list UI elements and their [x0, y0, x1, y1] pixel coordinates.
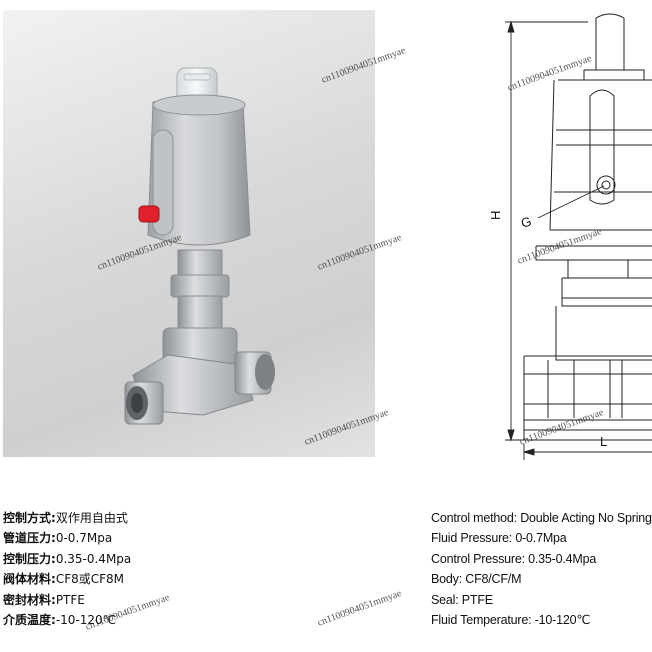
spec-value: PTFE [55, 592, 85, 607]
spec-label: 控制压力: [3, 551, 56, 566]
spec-row: 控制压力:0.35-0.4Mpa [3, 549, 131, 569]
spec-row: 介质温度:-10-120℃ [3, 610, 131, 630]
spec-row: Control method: Double Acting No Spring [431, 508, 652, 528]
spec-label: 控制方式: [3, 511, 56, 525]
spec-value: 0-0.7Mpa [515, 531, 567, 546]
spec-label: 介质温度: [3, 613, 56, 628]
spec-label: Fluid Pressure: [431, 531, 516, 546]
spec-row: 阀体材料:CF8或CF8M [3, 569, 131, 589]
spec-value: -10-120℃ [55, 613, 117, 628]
valve-illustration [124, 67, 275, 425]
spec-value: 0.35-0.4Mpa [528, 551, 597, 566]
spec-row: Body: CF8/CF/M [431, 569, 652, 589]
spec-label: Body: [431, 572, 466, 587]
spec-label: Control method: [431, 511, 521, 525]
spec-row: Fluid Pressure: 0-0.7Mpa [431, 528, 652, 548]
spec-label: Control Pressure: [431, 551, 529, 566]
spec-label: 密封材料: [3, 592, 56, 607]
dimension-g-label: G [519, 213, 533, 230]
spec-value: 双作用自由式 [55, 511, 128, 525]
spec-label: Fluid Temperature: [431, 613, 535, 628]
technical-drawing: H G L [488, 13, 652, 460]
spec-value: PTFE [461, 592, 493, 607]
dimension-l-label: L [600, 434, 607, 449]
air-fitting [138, 205, 160, 223]
dimension-h-label: H [488, 211, 503, 220]
spec-label: 阀体材料: [3, 572, 56, 587]
spec-row: Fluid Temperature: -10-120℃ [431, 610, 652, 630]
spec-row: 控制方式:双作用自由式 [3, 508, 131, 528]
specs-chinese: 控制方式:双作用自由式 管道压力:0-0.7Mpa 控制压力:0.35-0.4M… [3, 508, 131, 630]
spec-row: 管道压力:0-0.7Mpa [3, 528, 131, 548]
spec-value: 0-0.7Mpa [55, 531, 113, 546]
spec-row: 密封材料:PTFE [3, 590, 131, 610]
specs-english: Control method: Double Acting No Spring … [431, 508, 652, 630]
spec-value: 0.35-0.4Mpa [55, 551, 132, 566]
spec-label: Seal: [431, 592, 462, 607]
product-photo [3, 10, 375, 457]
spec-value: -10-120℃ [534, 613, 591, 628]
spec-label: 管道压力: [3, 531, 56, 546]
spec-row: Control Pressure: 0.35-0.4Mpa [431, 549, 652, 569]
spec-value: Double Acting No Spring [520, 511, 652, 525]
watermark: cn1100904051mmyae [316, 588, 404, 629]
spec-row: Seal: PTFE [431, 590, 652, 610]
spec-value: CF8或CF8M [55, 572, 124, 587]
spec-value: CF8/CF/M [465, 572, 522, 587]
